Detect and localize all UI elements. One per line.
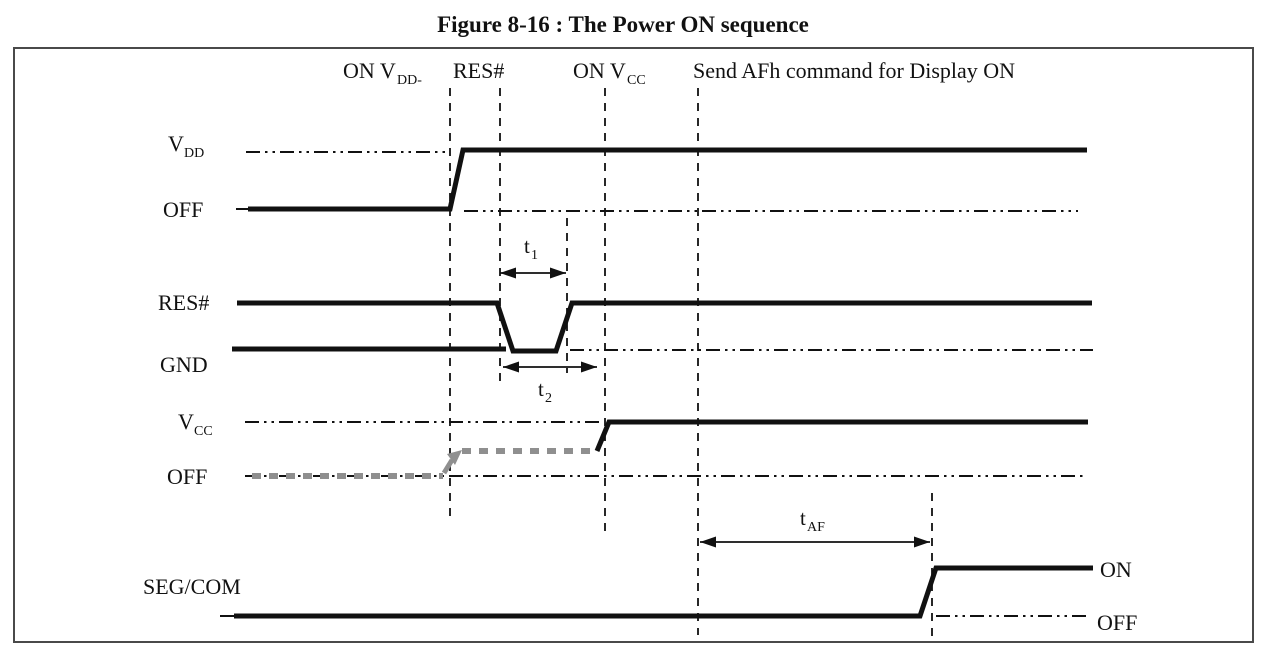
vdd-signal-row: V DD OFF bbox=[163, 131, 1087, 222]
vdd-waveform bbox=[248, 147, 1087, 212]
t2-arrow-left-icon bbox=[503, 361, 519, 373]
res-waveform bbox=[237, 300, 1092, 354]
t1-arrow-right-icon bbox=[550, 267, 566, 279]
vdd-label: V bbox=[168, 131, 184, 156]
taf-label-subscript: AF bbox=[807, 520, 825, 535]
vcc-waveform bbox=[594, 419, 1088, 452]
segcom-off-label: OFF bbox=[1097, 610, 1137, 635]
t1-arrow-left-icon bbox=[500, 267, 516, 279]
taf-label: t bbox=[800, 506, 806, 530]
vcc-label-subscript: CC bbox=[194, 424, 213, 439]
vcc-ramp-gray-step bbox=[441, 458, 455, 475]
t2-annotation: t 2 bbox=[503, 361, 597, 406]
vcc-off-label: OFF bbox=[167, 464, 207, 489]
annotation-res: RES# bbox=[453, 58, 504, 83]
annotation-on-vdd-subscript: DD- bbox=[397, 73, 422, 88]
diagram-border bbox=[13, 47, 1254, 643]
vcc-ramp-gray-arrow-icon bbox=[447, 450, 462, 465]
t2-arrow-right-icon bbox=[581, 361, 597, 373]
vdd-off-label: OFF bbox=[163, 197, 203, 222]
segcom-signal-row: SEG/COM ON OFF bbox=[143, 557, 1137, 635]
taf-arrow-right-icon bbox=[914, 536, 930, 548]
t2-label: t bbox=[538, 377, 544, 401]
res-label: RES# bbox=[158, 290, 209, 315]
annotation-on-vcc-subscript: CC bbox=[627, 73, 646, 88]
gnd-label: GND bbox=[160, 352, 208, 377]
t2-label-subscript: 2 bbox=[545, 391, 552, 406]
res-signal-row: RES# GND bbox=[158, 290, 1093, 377]
annotation-on-vcc: ON V bbox=[573, 58, 626, 83]
annotation-send-afh: Send AFh command for Display ON bbox=[693, 58, 1015, 83]
figure-title: Figure 8-16 : The Power ON sequence bbox=[437, 12, 809, 37]
t1-label-subscript: 1 bbox=[531, 248, 538, 263]
segcom-waveform bbox=[234, 565, 1093, 619]
taf-annotation: t AF bbox=[700, 506, 930, 548]
segcom-on-label: ON bbox=[1100, 557, 1132, 582]
segcom-label: SEG/COM bbox=[143, 574, 241, 599]
top-annotations: ON V DD- RES# ON V CC Send AFh command f… bbox=[343, 58, 1015, 88]
vdd-label-subscript: DD bbox=[184, 146, 204, 161]
annotation-on-vdd: ON V bbox=[343, 58, 396, 83]
guide-lines bbox=[449, 88, 933, 641]
vcc-signal-row: V CC OFF bbox=[167, 409, 1088, 489]
t1-label: t bbox=[524, 234, 530, 258]
t1-annotation: t 1 bbox=[500, 234, 566, 279]
taf-arrow-left-icon bbox=[700, 536, 716, 548]
vcc-label: V bbox=[178, 409, 194, 434]
